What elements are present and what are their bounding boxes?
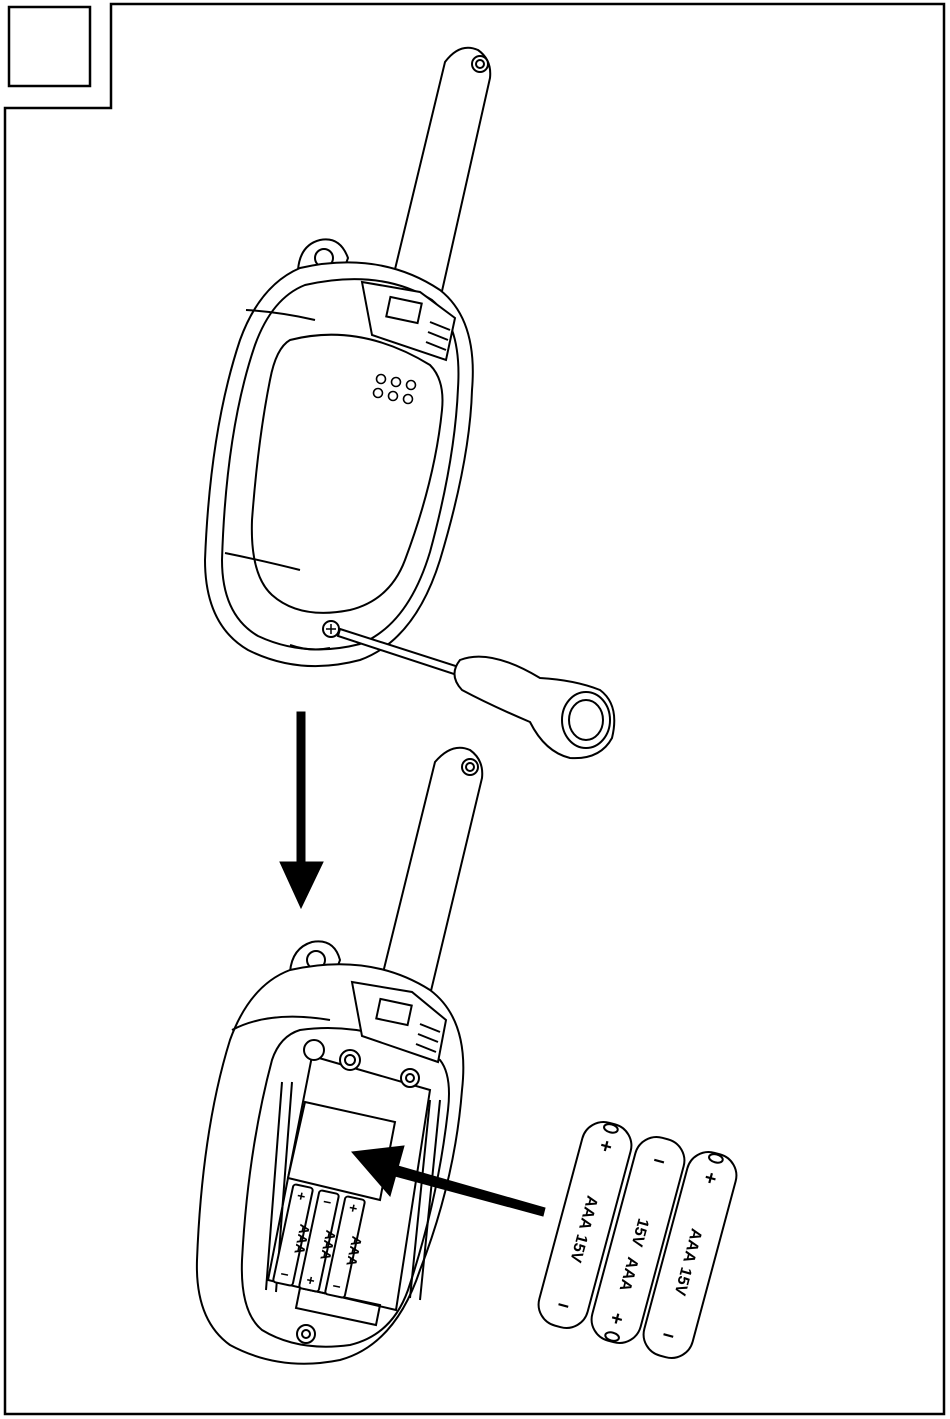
figure-frame — [5, 4, 944, 1414]
step-number-box — [9, 7, 90, 86]
antenna — [380, 748, 482, 995]
screwdriver-icon — [338, 629, 614, 758]
loose-batteries: + AAA 15V − − 15V AAA + + AAA 15V − — [534, 1117, 742, 1363]
walkie-talkie-icon — [205, 48, 490, 666]
antenna — [390, 48, 490, 300]
down-arrow-icon — [280, 712, 323, 908]
